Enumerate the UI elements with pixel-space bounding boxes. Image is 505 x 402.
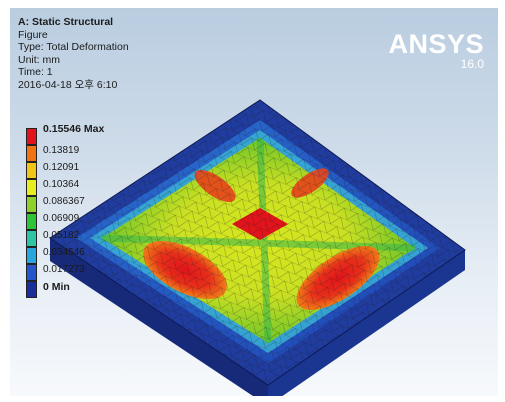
result-info: A: Static Structural Figure Type: Total … bbox=[18, 16, 129, 92]
slab-side-right bbox=[268, 250, 465, 396]
mesh-overlay bbox=[50, 100, 465, 385]
slab-outline bbox=[49, 99, 466, 386]
legend-label: 0.12091 bbox=[43, 162, 80, 173]
info-unit: Unit: mm bbox=[18, 53, 60, 66]
legend-swatch bbox=[26, 196, 37, 213]
color-legend: 0.15546 Max 0.13819 0.12091 0.10364 0.086367… bbox=[18, 123, 138, 298]
brand-version: 16.0 bbox=[460, 57, 484, 71]
legend-label: 0 Min bbox=[43, 281, 70, 293]
ansys-logo: ANSYS 16.0 bbox=[388, 30, 484, 71]
legend-swatch bbox=[26, 179, 37, 196]
legend-swatch bbox=[26, 230, 37, 247]
analysis-title: A: Static Structural bbox=[18, 16, 114, 28]
slab-side-left bbox=[50, 238, 268, 396]
legend-label: 0.034546 bbox=[43, 247, 85, 258]
legend-label: 0.15546 Max bbox=[43, 123, 105, 135]
legend-swatch bbox=[26, 281, 37, 298]
info-date: 2016-04-18 오후 6:10 bbox=[18, 78, 118, 91]
legend-label: 0.086367 bbox=[43, 196, 85, 207]
info-figure: Figure bbox=[18, 28, 48, 41]
legend-label: 0.017273 bbox=[43, 264, 85, 275]
legend-label: 0.10364 bbox=[43, 179, 80, 190]
legend-swatch bbox=[26, 247, 37, 264]
brand-name: ANSYS bbox=[388, 29, 484, 59]
result-viewport[interactable]: A: Static Structural Figure Type: Total … bbox=[10, 8, 498, 396]
legend-swatch bbox=[26, 128, 37, 145]
legend-swatch bbox=[26, 213, 37, 230]
legend-swatch bbox=[26, 145, 37, 162]
deformation-plot[interactable] bbox=[10, 8, 498, 396]
legend-swatch bbox=[26, 162, 37, 179]
legend-label: 0.13819 bbox=[43, 145, 80, 156]
legend-swatch bbox=[26, 264, 37, 281]
legend-label: 0.05182 bbox=[43, 230, 80, 241]
legend-label: 0.06909 bbox=[43, 213, 80, 224]
info-type: Type: Total Deformation bbox=[18, 41, 129, 54]
info-time: Time: 1 bbox=[18, 66, 53, 79]
